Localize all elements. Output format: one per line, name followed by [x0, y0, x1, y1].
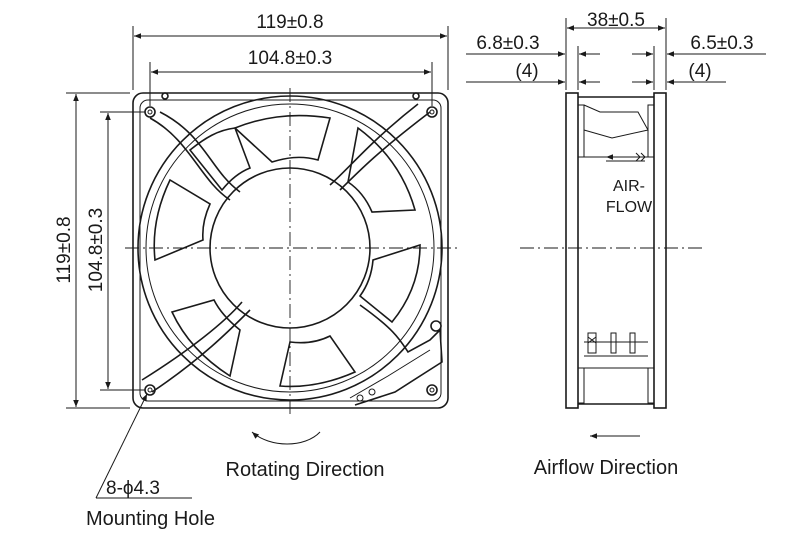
dim-left-flange-ref: (4): [515, 61, 538, 82]
dim-right-flange: 6.5±0.3: [690, 33, 753, 54]
side-terminals: [587, 332, 636, 354]
airflow-label-1: AIR-: [613, 178, 645, 195]
hole-label: Mounting Hole: [86, 508, 215, 530]
dim-hole-height: 104.8±0.3: [86, 208, 107, 292]
side-right-flange: [653, 92, 667, 409]
fan-blades: [153, 114, 421, 388]
cable-channel: [354, 304, 443, 406]
rotation-caption: Rotating Direction: [226, 459, 385, 481]
dim-depth: 38±0.5: [587, 10, 645, 31]
side-view: AIR- FLOW 38±0.5 6.8±0.3 (4) 6.5±0.3 (4)…: [466, 10, 766, 479]
airflow-caption: Airflow Direction: [534, 457, 678, 479]
fan-frame: [132, 92, 449, 409]
mounting-holes: [144, 92, 438, 396]
front-view: 119±0.8 104.8±0.3 119±0.8 104.8±0.3 Rota…: [54, 12, 460, 530]
airflow-arrow: [606, 152, 646, 162]
rotation-arrow: [251, 431, 321, 445]
dim-right-flange-ref: (4): [688, 61, 711, 82]
fan-strut: [151, 309, 251, 393]
dim-left-flange: 6.8±0.3: [476, 33, 539, 54]
side-left-flange: [565, 92, 579, 409]
airflow-label-2: FLOW: [606, 199, 653, 216]
hole-spec: 8-ϕ4.3: [106, 478, 160, 499]
dim-outer-width: 119±0.8: [256, 12, 323, 33]
fan-strut: [339, 111, 431, 191]
dim-hole-width: 104.8±0.3: [248, 48, 332, 69]
dim-outer-height: 119±0.8: [54, 216, 75, 283]
hole-leader: [95, 393, 148, 499]
fan-strut: [149, 117, 231, 201]
